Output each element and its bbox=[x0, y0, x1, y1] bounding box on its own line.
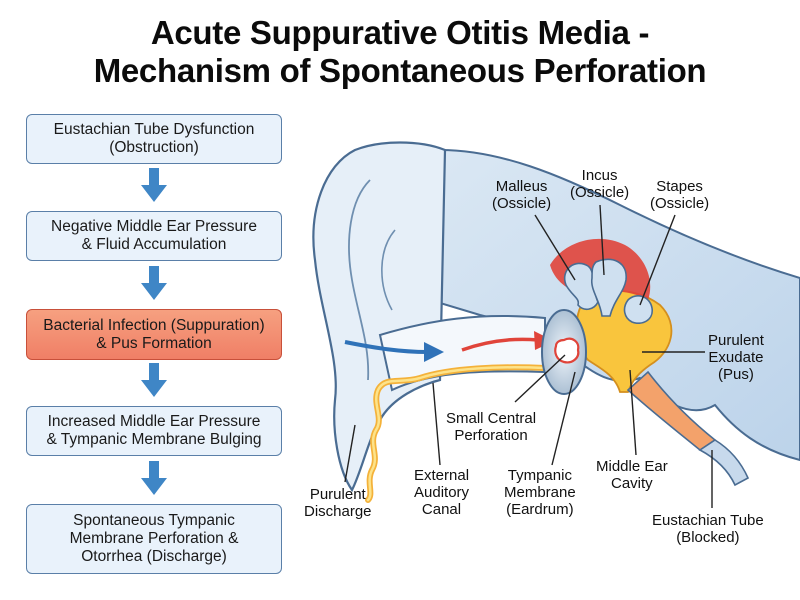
label-discharge-line-2: Discharge bbox=[304, 503, 372, 520]
flow-step-3: Bacterial Infection (Suppuration) & Pus … bbox=[26, 309, 282, 360]
label-perforation-line-2: Perforation bbox=[454, 427, 528, 444]
stapes-bone bbox=[623, 295, 653, 324]
flow-step-3-line-1: Bacterial Infection (Suppuration) bbox=[43, 316, 265, 334]
flow-step-2-line-1: Negative Middle Ear Pressure bbox=[51, 218, 257, 235]
label-malleus-line-2: (Ossicle) bbox=[492, 195, 552, 212]
label-incus-line-2: (Ossicle) bbox=[570, 184, 630, 201]
blue-flow-arrow bbox=[344, 340, 429, 354]
label-middle-ear-cavity: Middle Ear Cavity bbox=[596, 458, 668, 492]
label-exudate-line-2: Exudate bbox=[708, 349, 764, 366]
label-exudate-line-3: (Pus) bbox=[718, 366, 754, 383]
flow-step-5: Spontaneous Tympanic Membrane Perforatio… bbox=[26, 504, 282, 574]
down-arrow-icon bbox=[141, 363, 167, 397]
label-stapes: Stapes (Ossicle) bbox=[650, 178, 709, 212]
label-malleus-line-1: Malleus bbox=[495, 178, 548, 195]
label-small-central-perforation: Small Central Perforation bbox=[446, 410, 536, 444]
flow-step-2: Negative Middle Ear Pressure & Fluid Acc… bbox=[26, 211, 282, 261]
label-canal-line-3: Canal bbox=[421, 501, 462, 518]
label-purulent-exudate: Purulent Exudate (Pus) bbox=[708, 332, 764, 383]
label-stapes-line-2: (Ossicle) bbox=[650, 195, 710, 212]
red-flow-arrow bbox=[461, 337, 539, 352]
label-cavity-line-2: Cavity bbox=[611, 475, 653, 492]
flow-step-1-line-1: Eustachian Tube Dysfunction bbox=[53, 121, 255, 138]
perforation bbox=[554, 337, 580, 364]
title-line-1: Acute Suppurative Otitis Media - bbox=[150, 14, 650, 51]
label-purulent-discharge: Purulent Discharge bbox=[304, 486, 372, 520]
label-incus: Incus (Ossicle) bbox=[570, 167, 629, 201]
label-discharge-line-1: Purulent bbox=[309, 486, 366, 503]
flow-step-3-line-2: & Pus Formation bbox=[96, 334, 212, 352]
label-cavity-line-1: Middle Ear bbox=[596, 458, 668, 475]
flow-step-2-line-2: & Fluid Accumulation bbox=[81, 236, 227, 253]
purulent-discharge-highlight bbox=[366, 366, 547, 502]
flow-step-4-line-1: Increased Middle Ear Pressure bbox=[47, 413, 261, 430]
label-stapes-line-1: Stapes bbox=[656, 178, 703, 195]
flow-step-1: Eustachian Tube Dysfunction (Obstruction… bbox=[26, 114, 282, 164]
label-perforation-line-1: Small Central bbox=[446, 410, 537, 427]
blue-arrow-head-icon bbox=[424, 342, 444, 362]
down-arrow-icon bbox=[141, 461, 167, 495]
label-malleus: Malleus (Ossicle) bbox=[492, 178, 551, 212]
label-incus-line-1: Incus bbox=[581, 167, 618, 184]
page-title: Acute Suppurative Otitis Media - Mechani… bbox=[0, 14, 800, 90]
pinna bbox=[312, 141, 447, 493]
label-external-auditory-canal: External Auditory Canal bbox=[414, 467, 469, 518]
label-tympanic-membrane: Tympanic Membrane (Eardrum) bbox=[504, 467, 576, 518]
flow-step-5-line-1: Spontaneous Tympanic bbox=[73, 512, 235, 529]
flow-step-4: Increased Middle Ear Pressure & Tympanic… bbox=[26, 406, 282, 456]
label-membrane-line-3: (Eardrum) bbox=[506, 501, 574, 518]
concha-fold bbox=[381, 229, 396, 311]
flow-step-1-line-2: (Obstruction) bbox=[109, 139, 199, 156]
label-exudate-line-1: Purulent bbox=[708, 332, 764, 349]
down-arrow-icon bbox=[141, 168, 167, 202]
label-membrane-line-2: Membrane bbox=[504, 484, 576, 501]
incus-bone bbox=[590, 258, 627, 317]
label-membrane-line-1: Tympanic bbox=[507, 467, 572, 484]
flow-step-4-line-2: & Tympanic Membrane Bulging bbox=[46, 431, 262, 448]
eustachian-tube-blocked bbox=[698, 439, 750, 487]
label-eustachian-line-2: (Blocked) bbox=[676, 529, 740, 546]
flow-step-5-line-3: Otorrhea (Discharge) bbox=[81, 548, 227, 565]
pinna-fold bbox=[348, 179, 371, 381]
down-arrow-icon bbox=[141, 266, 167, 300]
label-canal-line-1: External bbox=[414, 467, 470, 484]
leader-lines bbox=[344, 204, 713, 508]
title-line-2: Mechanism of Spontaneous Perforation bbox=[93, 52, 707, 89]
label-canal-line-2: Auditory bbox=[414, 484, 470, 501]
label-eustachian-line-1: Eustachian Tube bbox=[652, 512, 764, 529]
label-eustachian-tube: Eustachian Tube (Blocked) bbox=[652, 512, 764, 546]
flow-step-5-line-2: Membrane Perforation & bbox=[69, 530, 239, 547]
